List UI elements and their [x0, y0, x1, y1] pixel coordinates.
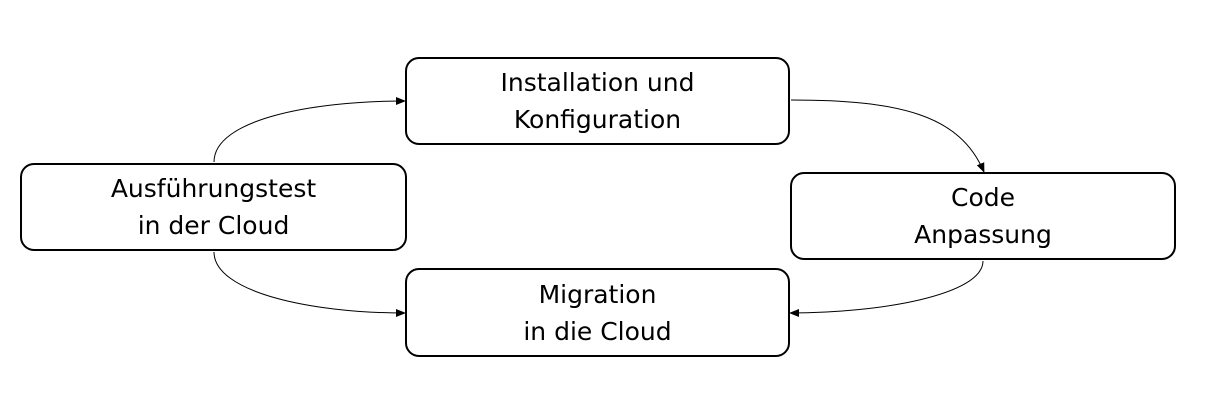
- node-label-line: Code: [950, 183, 1015, 212]
- edge-installation-to-code: [790, 99, 985, 173]
- node-code: Code Anpassung: [790, 172, 1176, 260]
- node-ausfuehrungstest: Ausführungstest in der Cloud: [20, 163, 407, 251]
- node-label-line: Ausführungstest: [110, 174, 317, 203]
- node-installation: Installation und Konfiguration: [405, 57, 790, 145]
- node-label-line: Konfiguration: [513, 105, 682, 134]
- node-label-line: Migration: [538, 279, 657, 309]
- node-label-line: Installation und: [500, 68, 695, 97]
- node-label-line: in die Cloud: [523, 316, 672, 346]
- node-label-line: Anpassung: [914, 220, 1052, 249]
- node-migration: Migration in die Cloud: [405, 268, 790, 357]
- node-label-line: in der Cloud: [137, 211, 290, 240]
- edge-ausfuehrungstest-to-installation: [213, 97, 406, 163]
- edge-code-to-migration: [789, 260, 984, 317]
- edge-ausfuehrungstest-to-migration: [213, 251, 406, 317]
